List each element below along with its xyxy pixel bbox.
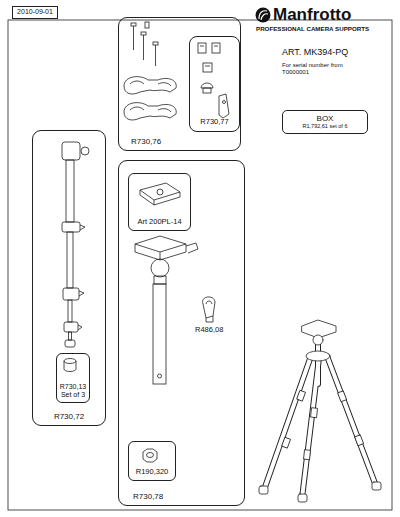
sheet-frame: [8, 20, 392, 510]
leg-clamp: [124, 77, 176, 120]
part-box: Art 200PL-14: [128, 173, 191, 231]
logo-mark: [256, 8, 271, 23]
part-box: R730,13 Set of 3: [56, 353, 90, 403]
part-box: R730,77: [189, 36, 240, 132]
leg-nut: [64, 359, 76, 372]
part-number: R730,72: [54, 412, 84, 421]
small-parts: [198, 43, 229, 118]
part-group: R730,78 Art 200PL-14R190,320: [118, 160, 245, 506]
article-title: ART. MK394-PQ: [282, 47, 348, 57]
part-box: R190,320: [128, 441, 176, 481]
note-text: For serial number from T0000001: [282, 62, 356, 76]
box-set: BOXR1,792,61 set of 6: [282, 110, 368, 134]
part-number: BOX: [317, 114, 334, 123]
column-nut: [143, 449, 157, 462]
part-number: R730,78: [133, 492, 163, 501]
quick-plate: [140, 183, 180, 205]
part-number: R486,08: [195, 326, 223, 335]
part-group: R730,72 R730,13 Set of 3: [32, 130, 106, 426]
part-group: R730,76 R730,77: [118, 17, 241, 151]
part-number: Art 200PL-14: [137, 218, 181, 227]
part-note: R1,792,61 set of 6: [303, 123, 348, 129]
screw-set: [131, 22, 158, 66]
part-number: R730,13 Set of 3: [59, 383, 87, 399]
locking-knob: [203, 297, 215, 322]
tripod-figure: [259, 320, 381, 502]
ball-head: [135, 236, 198, 384]
part-number: R190,320: [136, 468, 169, 477]
leg-tube: [62, 142, 89, 347]
brand-tagline: PROFESSIONAL CAMERA SUPPORTS: [256, 25, 369, 32]
date-box: 2010-09-01: [12, 6, 58, 19]
part-number: 2010-09-01: [17, 8, 53, 16]
part-number: R730,76: [131, 137, 161, 146]
brand-logo: Manfrotto: [273, 5, 351, 25]
part-number: R730,77: [200, 118, 228, 127]
